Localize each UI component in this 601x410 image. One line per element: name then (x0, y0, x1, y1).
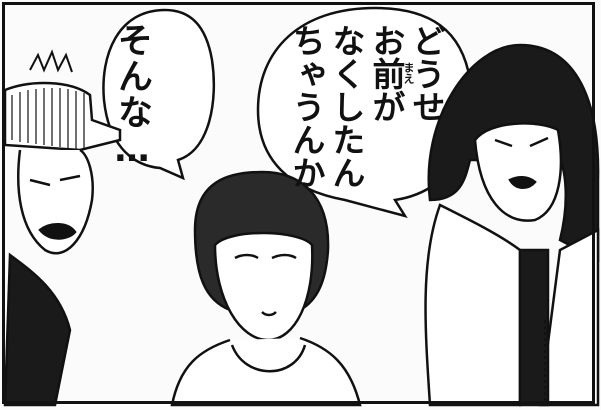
dialogue-girl: そんな… (112, 22, 152, 171)
speech-bubble-right (256, 6, 474, 219)
furigana: まえ (402, 62, 415, 84)
character-center-girl (170, 170, 362, 407)
dialogue-line-2: お前が (367, 24, 406, 123)
character-right-young-man (424, 43, 600, 407)
character-left-hat (3, 49, 122, 407)
dialogue-line-1: どうせ (407, 24, 446, 123)
panel-frame (2, 2, 595, 404)
dialogue-line-4: ちゃうんか (287, 24, 326, 189)
speech-bubble-left (102, 8, 216, 181)
dialogue-line-3: なくしたん (327, 24, 366, 189)
